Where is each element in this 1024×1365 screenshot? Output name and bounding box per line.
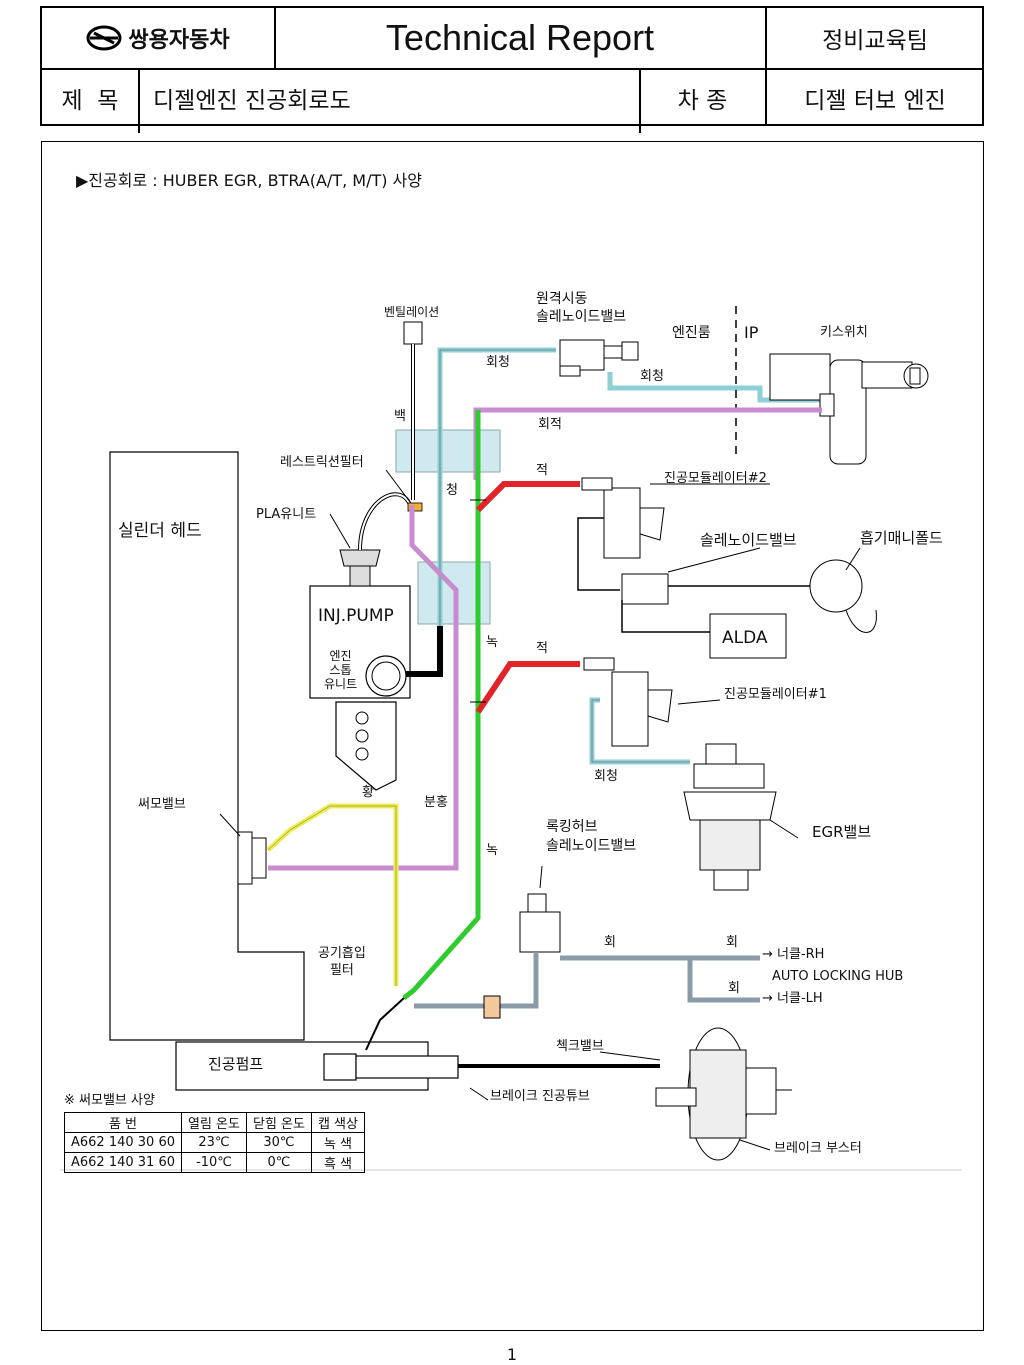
vacuum-pump-label: 진공펌프 (208, 1055, 264, 1073)
solenoid-valve-icon (621, 573, 669, 605)
cylinder-head-label: 실린더 헤드 (118, 521, 202, 541)
vac-modulator-2-label: 진공모듈레이터#2 (664, 471, 767, 486)
gray-blue-label-2: 회청 (640, 369, 664, 384)
ventilation-label: 벤틸레이션 (384, 305, 440, 319)
subject-value: 디젤엔진 진공회로도 (153, 88, 351, 114)
table-cell: 흑 색 (310, 1152, 365, 1173)
table-cell: 녹 색 (310, 1132, 365, 1153)
diagram-frame (41, 141, 984, 1331)
pla-unit-label: PLA유니트 (256, 507, 317, 522)
pla-unit-icon (339, 549, 381, 587)
gray-label-3: 회 (728, 981, 740, 996)
alda-box (709, 613, 787, 659)
white-label: 백 (394, 409, 406, 424)
gray-blue-label-1: 회청 (486, 355, 510, 370)
table-row: A662 140 31 60 -10℃ 0℃ 흑 색 (64, 1152, 365, 1173)
brake-tube-label: 브레이크 진공튜브 (490, 1089, 590, 1104)
green-label-2: 녹 (486, 843, 498, 858)
vac-modulator-1-label: 진공모듈레이터#1 (724, 687, 827, 702)
company-logo: 쌍용자동차 (42, 8, 274, 68)
spec-table-caption: ※ 써모밸브 사양 (64, 1093, 155, 1108)
check-valve-label: 첵크밸브 (556, 1039, 604, 1054)
yellow-label: 황 (362, 785, 374, 800)
vacuum-pump-body (355, 1055, 459, 1079)
table-header-row: 품 번 열림 온도 닫힘 온도 캡 색상 (64, 1112, 365, 1133)
table-header: 닫힘 온도 (245, 1112, 312, 1133)
key-switch-icon (769, 353, 831, 401)
check-valve-icon (483, 995, 501, 1019)
vacuum-pump-port (323, 1053, 357, 1081)
brake-booster-icon (655, 1027, 792, 1161)
pink-label: 분홍 (424, 795, 448, 810)
vac-modulator-2-icon (603, 487, 641, 559)
table-header: 캡 색상 (310, 1112, 365, 1133)
blue-label: 청 (446, 483, 458, 498)
page-number: 1 (506, 1345, 518, 1364)
inj-pump-lower (335, 701, 397, 791)
table-cell: 0℃ (245, 1152, 312, 1173)
report-header: 쌍용자동차 Technical Report 정비교육팀 제 목 디젤엔진 진공… (40, 6, 984, 133)
engine-stop-unit-label: 엔진 스톱 유니트 (324, 649, 358, 691)
table-row: A662 140 30 60 23℃ 30℃ 녹 색 (64, 1132, 365, 1153)
gray-red-label: 회적 (538, 417, 562, 432)
egr-valve-label: EGR밸브 (812, 823, 872, 841)
auto-locking-hub-label: AUTO LOCKING HUB (772, 969, 904, 984)
model-value: 디젤 터보 엔진 (804, 88, 946, 114)
red-label-2: 적 (536, 641, 548, 656)
section-title: ▶진공회로 : HUBER EGR, BTRA(A/T, M/T) 사양 (76, 171, 422, 190)
restriction-filter-icon (407, 502, 423, 512)
table-cell: 23℃ (181, 1132, 247, 1153)
remote-solenoid-label: 원격시동 솔레노이드밸브 (536, 291, 627, 326)
brake-booster-label: 브레이크 부스터 (774, 1141, 862, 1156)
solenoid-valve-label: 솔레노이드밸브 (700, 531, 797, 549)
thermo-valve-icon (237, 831, 253, 885)
egr-valve-icon (683, 743, 777, 891)
vac-modulator-1-icon (611, 671, 649, 747)
air-filter-label: 공기흡입 필터 (318, 946, 366, 978)
knuckle-lh-label: → 너클-LH (762, 991, 823, 1006)
key-switch-label: 키스위치 (820, 325, 868, 340)
gray-label-2: 회 (726, 935, 738, 950)
team-name: 정비교육팀 (822, 28, 928, 54)
cylinder-head-outline (109, 451, 305, 1041)
report-title: Technical Report (385, 17, 655, 58)
alda-label: ALDA (722, 628, 768, 648)
table-cell: -10℃ (181, 1152, 247, 1173)
model-label: 차 종 (677, 88, 728, 114)
locking-hub-solenoid-icon (519, 911, 561, 953)
table-cell: 30℃ (245, 1132, 312, 1153)
table-cell: A662 140 31 60 (64, 1152, 182, 1173)
company-name: 쌍용자동차 (128, 28, 230, 53)
subject-label: 제 목 (61, 88, 119, 114)
gray-label-1: 회 (604, 935, 616, 950)
intake-manifold-label: 흡기매니폴드 (860, 529, 943, 547)
table-cell: A662 140 30 60 (64, 1132, 182, 1153)
ventilation-icon (403, 321, 423, 345)
gray-blue-label-3: 회청 (594, 769, 618, 784)
green-label-1: 녹 (486, 635, 498, 650)
engine-room-label: 엔진룸 (672, 325, 711, 341)
table-header: 품 번 (64, 1112, 182, 1133)
remote-solenoid-valve-icon (559, 339, 605, 371)
red-label-1: 적 (536, 463, 548, 478)
knuckle-rh-label: → 너클-RH (762, 947, 825, 962)
inj-pump-label: INJ.PUMP (318, 606, 394, 626)
intake-manifold-icon (809, 559, 863, 613)
restriction-filter-label: 레스트릭션필터 (280, 455, 364, 470)
ssangyong-logo-icon (86, 25, 122, 51)
ip-label: IP (744, 323, 759, 342)
thermo-valve-spec-table: 품 번 열림 온도 닫힘 온도 캡 색상 A662 140 30 60 23℃ … (64, 1112, 365, 1173)
locking-hub-label: 록킹허브 솔레노이드밸브 (546, 819, 637, 854)
table-header: 열림 온도 (181, 1112, 247, 1133)
thermo-valve-label: 써모밸브 (138, 797, 186, 812)
